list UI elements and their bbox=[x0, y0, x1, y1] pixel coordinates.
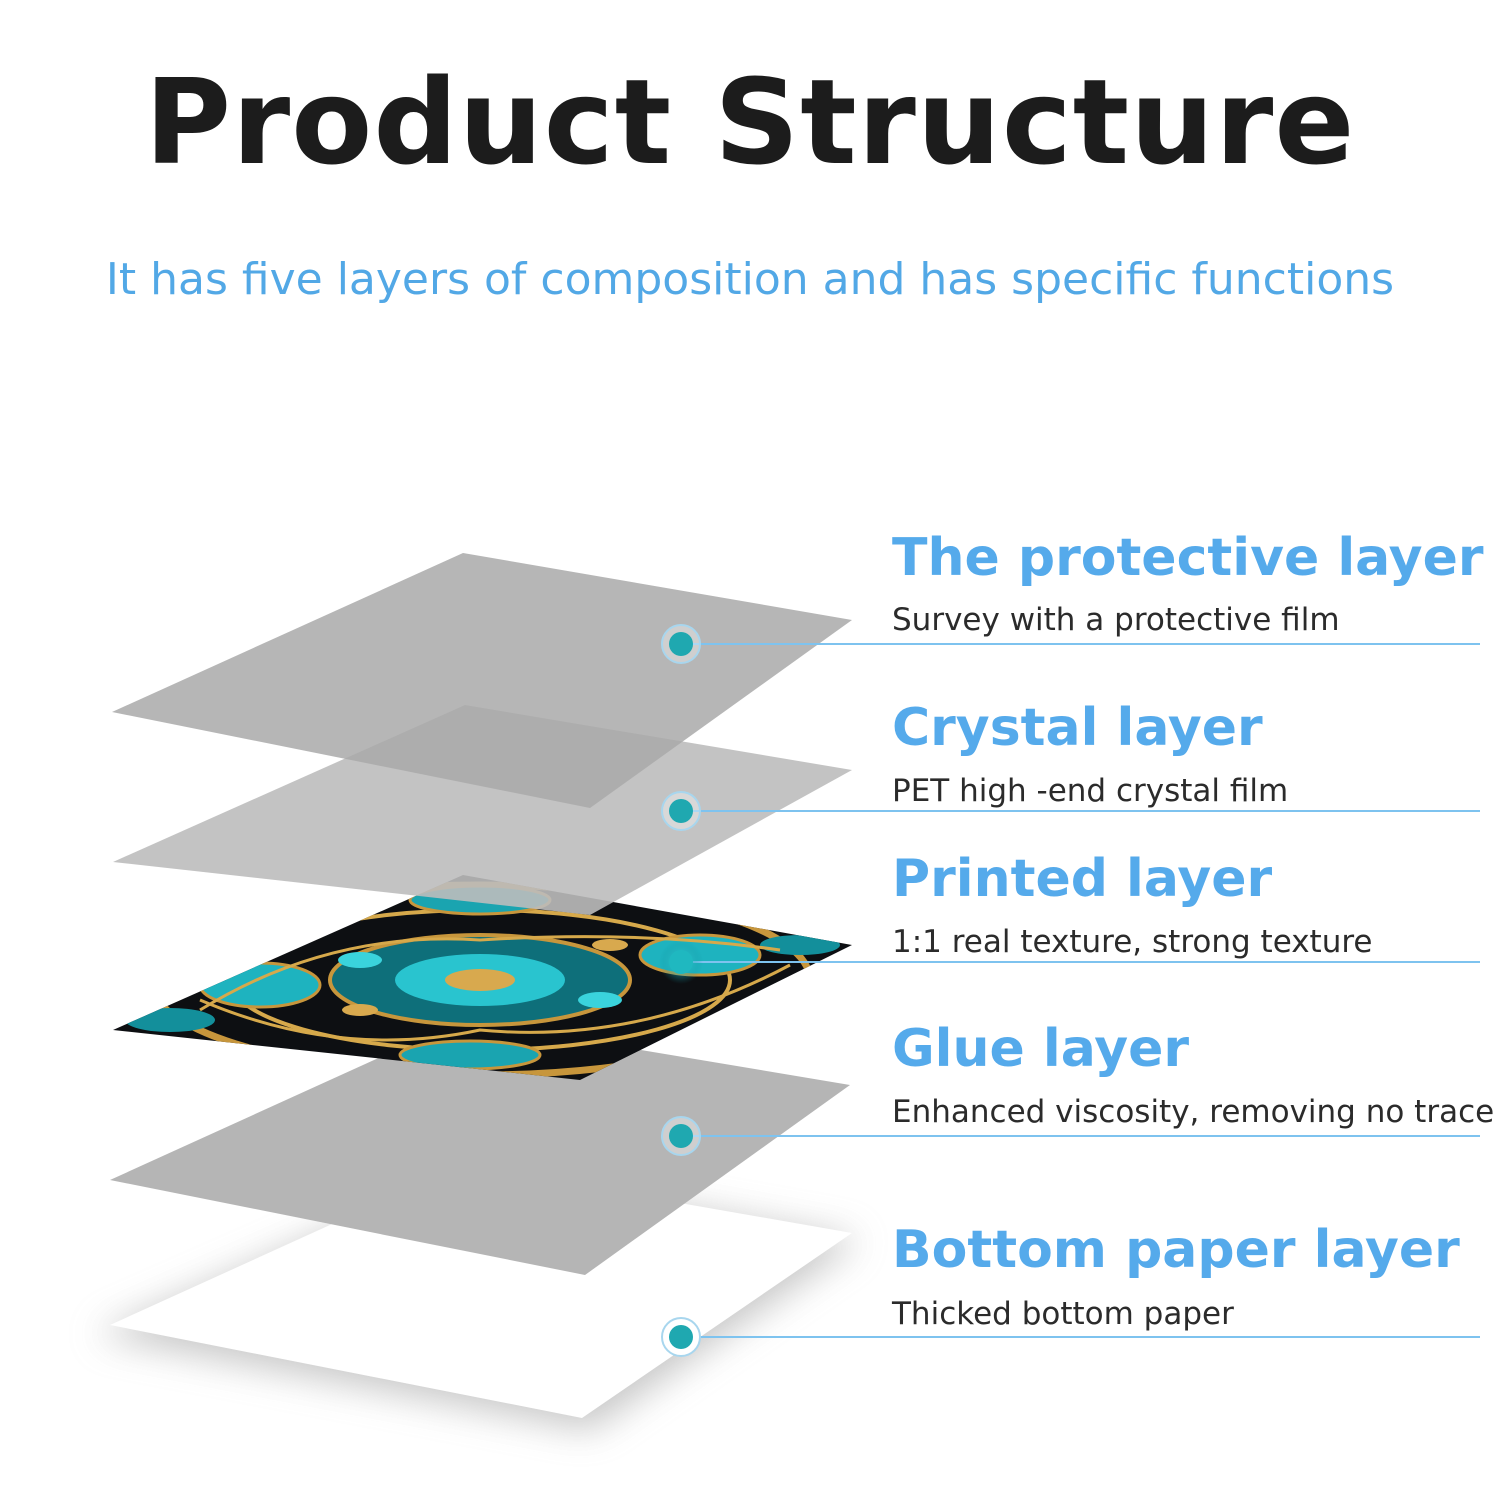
layer-title-protective: The protective layer bbox=[892, 528, 1484, 588]
leader-lines bbox=[681, 643, 1480, 1338]
page-title: Product Structure bbox=[144, 53, 1356, 191]
printed-sheet bbox=[113, 875, 852, 1080]
glue-sheet bbox=[110, 1020, 850, 1275]
marker-dot-crystal bbox=[661, 791, 701, 831]
layer-title-printed: Printed layer bbox=[892, 849, 1273, 909]
layer-desc-protective: Survey with a protective film bbox=[892, 602, 1340, 638]
marker-dot-printed bbox=[659, 940, 703, 984]
bottom-paper-sheet bbox=[95, 1165, 860, 1430]
marker-dot-protective bbox=[661, 624, 701, 664]
page-subtitle: It has five layers of composition and ha… bbox=[105, 254, 1395, 305]
layer-desc-glue: Enhanced viscosity, removing no trace bbox=[892, 1094, 1495, 1130]
layer-desc-bottom-paper: Thicked bottom paper bbox=[892, 1296, 1234, 1332]
layer-desc-crystal: PET high -end crystal film bbox=[892, 773, 1289, 809]
layer-title-crystal: Crystal layer bbox=[892, 698, 1263, 758]
layer-title-glue: Glue layer bbox=[892, 1019, 1190, 1079]
marker-dot-bottom-paper bbox=[661, 1317, 701, 1357]
marker-dot-glue bbox=[661, 1116, 701, 1156]
protective-sheet bbox=[112, 553, 852, 808]
crystal-sheet bbox=[113, 705, 852, 915]
layer-title-bottom-paper: Bottom paper layer bbox=[892, 1220, 1460, 1280]
layer-desc-printed: 1:1 real texture, strong texture bbox=[892, 924, 1373, 960]
